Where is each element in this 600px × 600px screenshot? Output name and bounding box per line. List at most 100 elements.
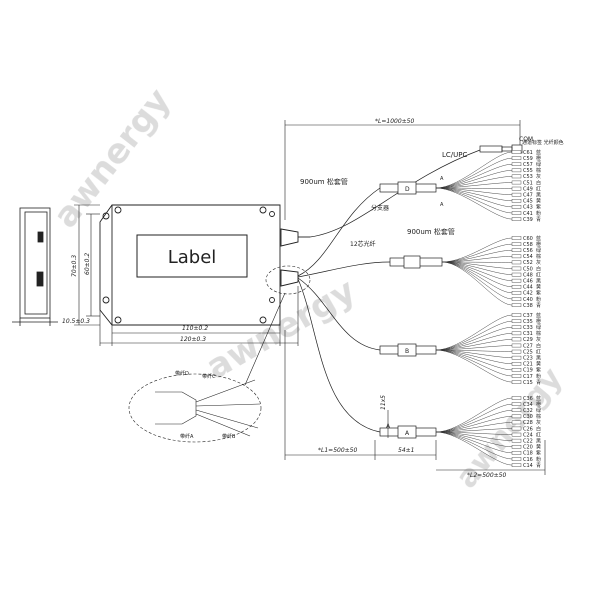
lc-connector: [511, 402, 522, 406]
lc-connector: [511, 266, 522, 271]
lc-connector: [511, 451, 522, 455]
lc-connector: [511, 374, 522, 378]
fiber-color-label: 粉: [536, 210, 541, 217]
fig-d-label: D: [405, 186, 410, 193]
fiber-color-label: 灰: [536, 259, 541, 266]
connector-label: LC/UPC: [442, 151, 467, 159]
channel-label: C29: [523, 337, 533, 343]
bottom-dims: [284, 330, 546, 475]
lc-connector: [511, 420, 522, 425]
height-dims: [74, 204, 100, 326]
lc-connector: [511, 297, 522, 301]
lc-connector: [511, 278, 522, 283]
channel-label: C44: [523, 285, 533, 291]
fiber-line: [435, 349, 513, 371]
fiber-line: [435, 431, 513, 466]
lc-connector: [511, 355, 522, 360]
tube-b-label: 带纤B: [222, 433, 236, 440]
lc-connector: [511, 242, 522, 246]
lc-connector: [511, 217, 522, 221]
splitter-label: 分支器: [371, 204, 389, 212]
channel-label: C40: [523, 297, 533, 303]
fiber-color-label: 白: [536, 265, 541, 272]
height-outer-dim: 70±0.3: [71, 255, 78, 277]
l1-length-dim: *L1=500±50: [318, 447, 357, 454]
fiber-line: [441, 261, 513, 288]
channel-label: C51: [523, 180, 533, 186]
channel-label: C22: [523, 439, 533, 445]
lc-connector: [511, 368, 522, 372]
lc-connector: [511, 236, 522, 240]
channel-label: C54: [523, 254, 533, 260]
lc-connector: [511, 337, 522, 342]
fiber-color-label: 绿: [536, 407, 541, 414]
fiber-color-label: 棕: [536, 253, 541, 260]
fiber-color-label: 橙: [536, 155, 541, 162]
fiber-line: [435, 320, 513, 351]
detail-view: [128, 265, 311, 443]
com-label: COM: [519, 136, 533, 143]
total-length-dim: *L=1000±50: [375, 118, 414, 125]
lc-connector: [511, 254, 522, 259]
lc-connector: [511, 303, 522, 307]
fiber-color-label: 棕: [536, 413, 541, 420]
fiber-line: [435, 326, 513, 351]
lc-connector: [511, 198, 522, 203]
fiber12-label: 12芯光纤: [350, 240, 376, 248]
lc-connector: [511, 162, 522, 167]
lc-connector: [511, 331, 522, 336]
channel-label: C33: [523, 325, 533, 331]
width-outer-dim: 120±0.3: [180, 336, 206, 343]
channel-label: C32: [523, 408, 533, 414]
lc-connector: [511, 426, 522, 431]
watermark: awnergy awnergy awnergy: [46, 81, 570, 495]
fiber-color-label: 青: [536, 302, 541, 309]
fiber-color-label: 红: [536, 271, 541, 278]
fiber-color-label: 红: [536, 185, 541, 192]
fiber-color-label: 灰: [536, 336, 541, 343]
lc-connector: [511, 445, 522, 449]
channel-label: C31: [523, 331, 533, 337]
fiber-color-label: 蓝: [536, 235, 541, 242]
fiber-color-label: 灰: [536, 419, 541, 426]
fiber-line: [435, 314, 513, 351]
fiber-color-label: 白: [536, 179, 541, 186]
lc-connector: [511, 211, 522, 215]
fiber-color-label: 青: [536, 216, 541, 223]
fiber-color-label: 黄: [536, 361, 541, 368]
channel-label: C35: [523, 319, 533, 325]
channel-label: C61: [523, 150, 533, 156]
fiber-color-label: 粉: [536, 296, 541, 303]
fiber-line: [435, 163, 513, 189]
channel-label: C52: [523, 260, 533, 266]
arrow-a-label: A: [440, 176, 444, 182]
fiber-color-label: 紫: [536, 368, 541, 374]
section-a-label: A: [386, 423, 391, 430]
fiber-line: [441, 249, 513, 263]
channel-label: C38: [523, 303, 533, 309]
fiber-color-label: 绿: [536, 247, 541, 254]
fiber-color-label: 蓝: [536, 312, 541, 319]
fiber-color-label: 棕: [536, 167, 541, 174]
fiber-color-label: 绿: [536, 324, 541, 331]
fiber-color-label: 粉: [536, 373, 541, 380]
tube-900-label-a: 900um 松套管: [300, 177, 348, 186]
lc-connector: [511, 285, 522, 289]
channel-label: C47: [523, 193, 533, 199]
lc-connector: [511, 325, 522, 330]
lc-connector: [511, 463, 522, 467]
channel-label: C59: [523, 156, 533, 162]
tube-c-label: 带纤C: [202, 373, 216, 380]
channel-label: C45: [523, 199, 533, 205]
total-length-dim-line: [284, 120, 521, 220]
lc-connector: [511, 168, 522, 173]
channel-label: C25: [523, 349, 533, 355]
lc-connector: [511, 319, 522, 323]
channel-label: C41: [523, 211, 533, 217]
lc-connector: [511, 457, 522, 461]
channel-label: C50: [523, 266, 533, 272]
lc-connector: [511, 414, 522, 419]
tube-a-label: 带纤A: [180, 433, 194, 440]
lc-connector: [511, 291, 522, 295]
